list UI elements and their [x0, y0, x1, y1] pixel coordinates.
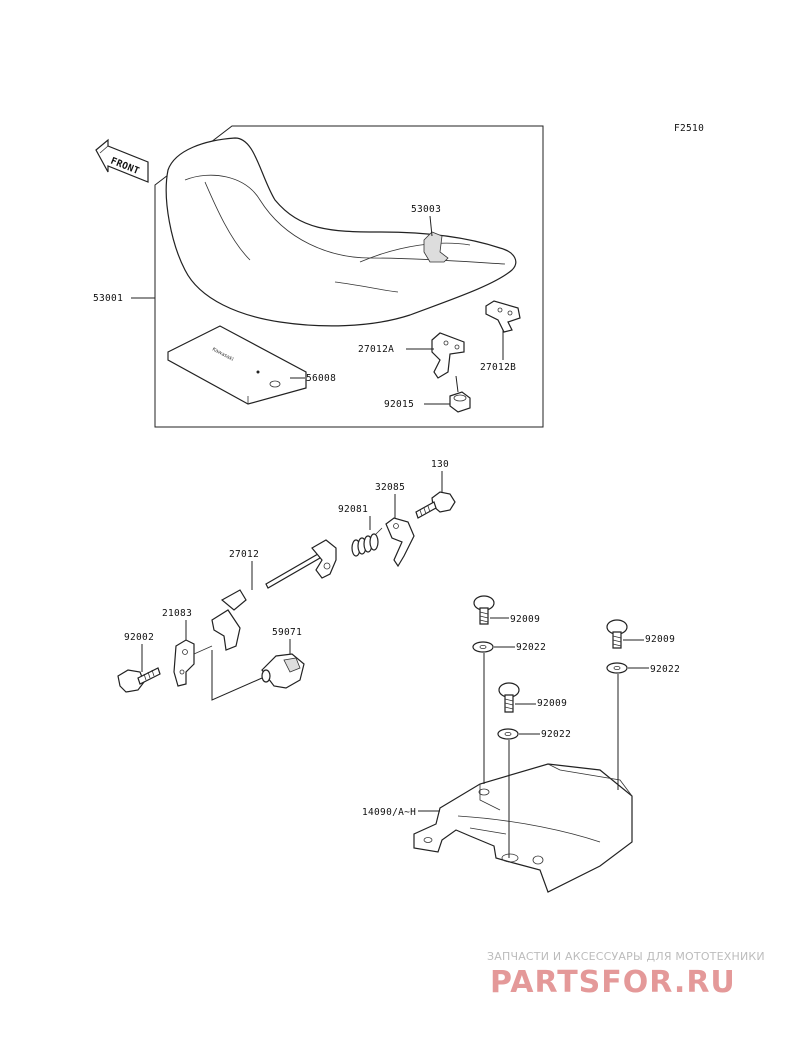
- label-92015: 92015: [384, 399, 414, 410]
- watermark-tagline: ЗАПЧАСТИ И АКСЕССУАРЫ ДЛЯ МОТОТЕХНИКИ: [487, 950, 765, 963]
- label-92009-b: 92009: [645, 634, 675, 645]
- nut-92015: [449, 391, 471, 413]
- watermark-logo: PARTSFOR.RU: [490, 965, 736, 1000]
- owners-manual-56008: Kawasaki: [167, 325, 307, 405]
- label-130: 130: [431, 459, 449, 470]
- label-92081: 92081: [338, 504, 368, 515]
- label-59071: 59071: [272, 627, 302, 638]
- bracket-27012B: [485, 300, 521, 333]
- bracket-27012A: [431, 332, 465, 379]
- seat-53001: [165, 137, 517, 327]
- cable-holder-59071: [261, 653, 305, 689]
- seat-assembly-frame: [154, 125, 544, 428]
- label-14090: 14090/A~H: [362, 807, 416, 818]
- lock-rod-27012: [265, 539, 337, 589]
- washer-92022-b: [606, 662, 628, 674]
- lock-plate-32085: [385, 517, 415, 568]
- bolt-130: [415, 491, 456, 519]
- screw-92009-c: [498, 682, 520, 713]
- washer-92022-a: [472, 641, 494, 653]
- label-27012A: 27012A: [358, 344, 394, 355]
- washer-92022-c: [497, 728, 519, 740]
- seat-hook-53003: [423, 231, 449, 263]
- label-92009-c: 92009: [537, 698, 567, 709]
- storage-tray-14090: [413, 763, 633, 893]
- spring-92081: [351, 527, 383, 557]
- front-arrow-icon: FRONT: [95, 138, 149, 183]
- label-92022-c: 92022: [541, 729, 571, 740]
- label-56008: 56008: [306, 373, 336, 384]
- lever-21083: [173, 589, 247, 687]
- label-21083: 21083: [162, 608, 192, 619]
- label-92022-a: 92022: [516, 642, 546, 653]
- label-92022-b: 92022: [650, 664, 680, 675]
- label-53003: 53003: [411, 204, 441, 215]
- screw-92009-b: [606, 619, 628, 649]
- label-27012: 27012: [229, 549, 259, 560]
- bolt-92002: [117, 667, 161, 693]
- screw-92009-a: [473, 595, 495, 625]
- label-53001: 53001: [93, 293, 123, 304]
- label-27012B: 27012B: [480, 362, 516, 373]
- label-92009-a: 92009: [510, 614, 540, 625]
- label-32085: 32085: [375, 482, 405, 493]
- label-92002: 92002: [124, 632, 154, 643]
- figure-code: F2510: [674, 123, 704, 134]
